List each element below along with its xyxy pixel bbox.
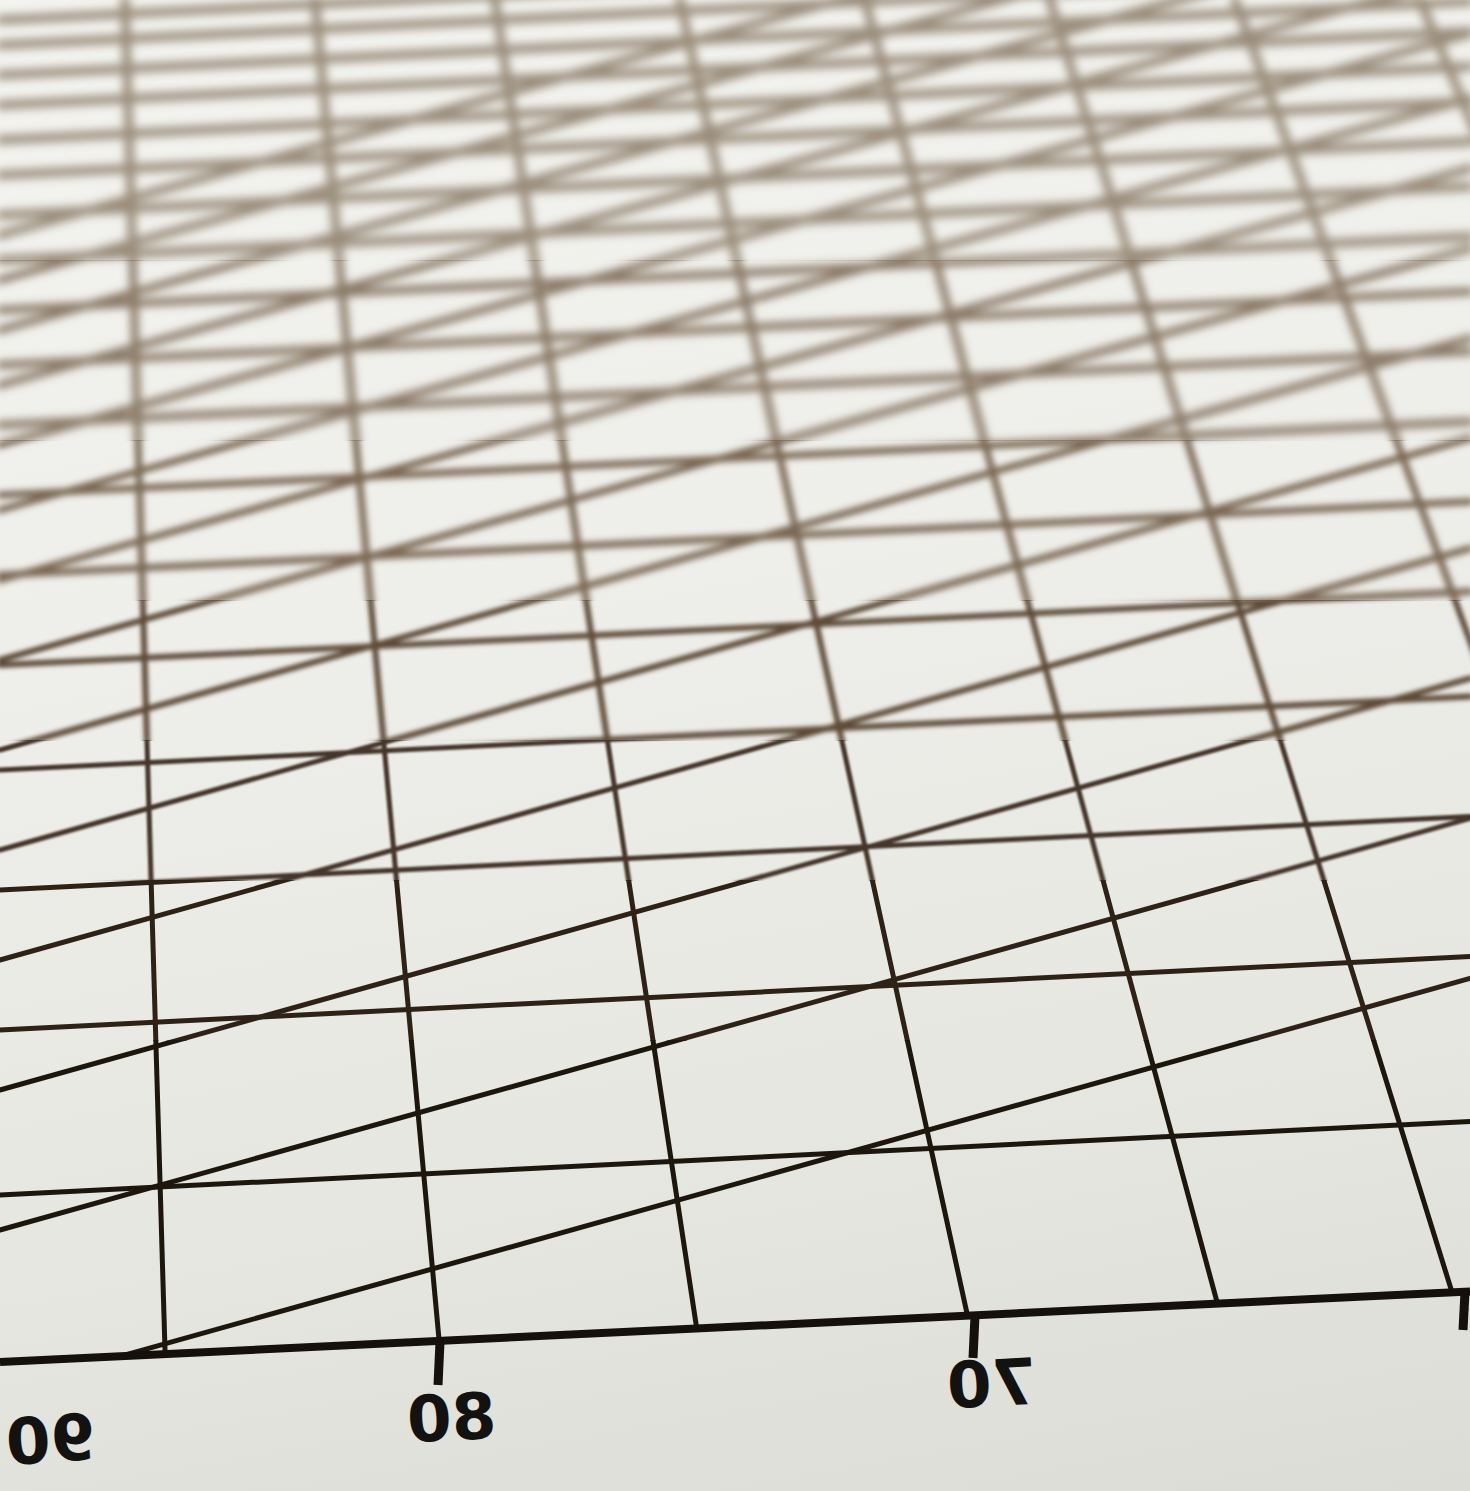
grid-line (0, 1040, 1470, 1230)
grid-line (315, 1040, 446, 1420)
grid-line (0, 260, 1470, 441)
grid-line (0, 260, 1470, 441)
grid-line (0, 260, 1470, 441)
grid-line (0, 502, 1470, 576)
grid-line (0, 978, 1470, 1041)
grid-line (0, 0, 1470, 235)
grid-line (0, 187, 1470, 261)
grid-line (495, 1040, 711, 1420)
grid-line (0, 0, 1470, 20)
grid-line (1050, 600, 1470, 741)
axis-tick (1463, 1292, 1465, 1330)
grid-line (865, 740, 1249, 881)
grid-line (0, 438, 1470, 441)
grid-line (680, 880, 990, 1041)
grid-line (1420, 1040, 1470, 1420)
grid-line (0, 600, 1470, 741)
grid-line (0, 740, 1470, 881)
grid-line (0, 440, 1470, 445)
grid-line (0, 600, 1470, 741)
axis-tick (973, 1316, 975, 1358)
grid-line (680, 440, 990, 601)
grid-line (0, 817, 1470, 882)
grid-line (0, 260, 1470, 280)
axis-line (0, 1291, 1470, 1362)
grid-line (0, 422, 1470, 442)
grid-line (0, 600, 1470, 660)
grid-line (1420, 740, 1470, 881)
grid-line (0, 440, 1470, 580)
grid-line (0, 440, 1470, 510)
grid-line (680, 740, 990, 881)
grid-line (0, 1040, 1470, 1390)
grid-line (0, 880, 1470, 960)
grid-line (0, 957, 1470, 1031)
grid-line (0, 740, 1470, 881)
grid-line (0, 0, 1470, 261)
scale-number: 70 (946, 1350, 1038, 1419)
grid-line (315, 440, 446, 601)
grid-line (865, 880, 1249, 1041)
grid-line (1050, 740, 1470, 881)
scale-number: 80 (406, 1384, 498, 1453)
grid-line (0, 352, 1470, 426)
grid-line (865, 1040, 1249, 1420)
grid-line (315, 600, 446, 741)
grid-line (495, 600, 711, 741)
grid-line (125, 1040, 167, 1420)
grid-line (125, 880, 167, 1041)
grid-line (315, 740, 446, 881)
grid-line (0, 260, 1470, 385)
grid-line (1235, 740, 1470, 881)
grid-line (1420, 440, 1470, 601)
scale-number: 90 (4, 1405, 97, 1475)
grid-line (0, 880, 1470, 1041)
grid-line (0, 33, 1470, 261)
grid-line (1420, 600, 1470, 741)
grid-line (0, 740, 1470, 850)
grid-line (0, 260, 1470, 441)
grid-line (1235, 440, 1470, 601)
grid-line (0, 548, 1470, 601)
grid-line (1235, 600, 1470, 741)
grid-line (680, 1040, 990, 1420)
grid-line (315, 880, 446, 1041)
grid-line (0, 1040, 1470, 1090)
grid-line (0, 697, 1470, 742)
grid-line (0, 818, 1470, 881)
grid-line (1050, 1040, 1470, 1420)
axis-tick (438, 1342, 440, 1385)
grid-line (0, 260, 1470, 330)
grid-line (0, 880, 1470, 1041)
grid-line (0, 248, 1470, 261)
grid-line (0, 740, 1470, 750)
grid-line (0, 338, 1470, 441)
grid-line (0, 600, 1470, 741)
grid-line (495, 880, 711, 1041)
grid-line (1235, 1040, 1470, 1420)
